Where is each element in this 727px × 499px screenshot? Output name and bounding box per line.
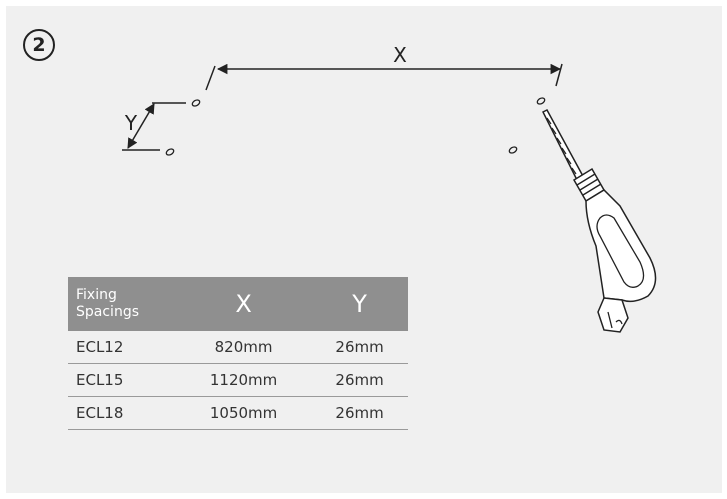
drill-body (585, 189, 657, 303)
row-x: 820mm (176, 331, 312, 364)
header-y: Y (311, 277, 408, 331)
drill-bit-flutes (546, 117, 577, 175)
row-x: 1120mm (176, 363, 312, 397)
fixing-holes (165, 97, 546, 156)
table-row: ECL12 820mm 26mm (68, 331, 408, 364)
header-fixing-spacings: Fixing Spacings (68, 277, 176, 331)
y-dimension-arrow (127, 103, 155, 149)
table-row: ECL15 1120mm 26mm (68, 363, 408, 397)
table-header-row: Fixing Spacings X Y (68, 277, 408, 331)
row-model: ECL18 (68, 396, 176, 430)
fixing-spacings-table: Fixing Spacings X Y ECL12 820mm 26mm ECL… (68, 277, 408, 430)
step-number-badge: 2 (23, 29, 55, 61)
row-y: 26mm (311, 363, 408, 397)
hole-top-left (191, 99, 201, 107)
header-x: X (176, 277, 312, 331)
drill-base (597, 297, 629, 333)
header-label-line2: Spacings (76, 304, 139, 320)
row-model: ECL15 (68, 363, 176, 397)
hole-top-right (536, 97, 546, 105)
hole-bottom-left (165, 148, 175, 156)
y-dimension-label: Y (124, 111, 138, 135)
table-row: ECL18 1050mm 26mm (68, 396, 408, 430)
x-dimension: X (205, 43, 563, 91)
header-label-line1: Fixing (76, 287, 117, 303)
drill-icon (541, 109, 657, 333)
drill-grip (596, 214, 645, 288)
row-y: 26mm (311, 396, 408, 430)
row-x: 1050mm (176, 396, 312, 430)
hole-bottom-right (508, 146, 518, 154)
x-extension-left (205, 65, 216, 91)
x-dimension-label: X (393, 43, 407, 67)
x-extension-right (555, 63, 563, 87)
row-y: 26mm (311, 331, 408, 364)
drill-trigger (607, 311, 623, 329)
step-number: 2 (32, 34, 46, 56)
row-model: ECL12 (68, 331, 176, 364)
y-dimension: Y (122, 102, 186, 151)
drill-chuck-rings (576, 173, 602, 196)
